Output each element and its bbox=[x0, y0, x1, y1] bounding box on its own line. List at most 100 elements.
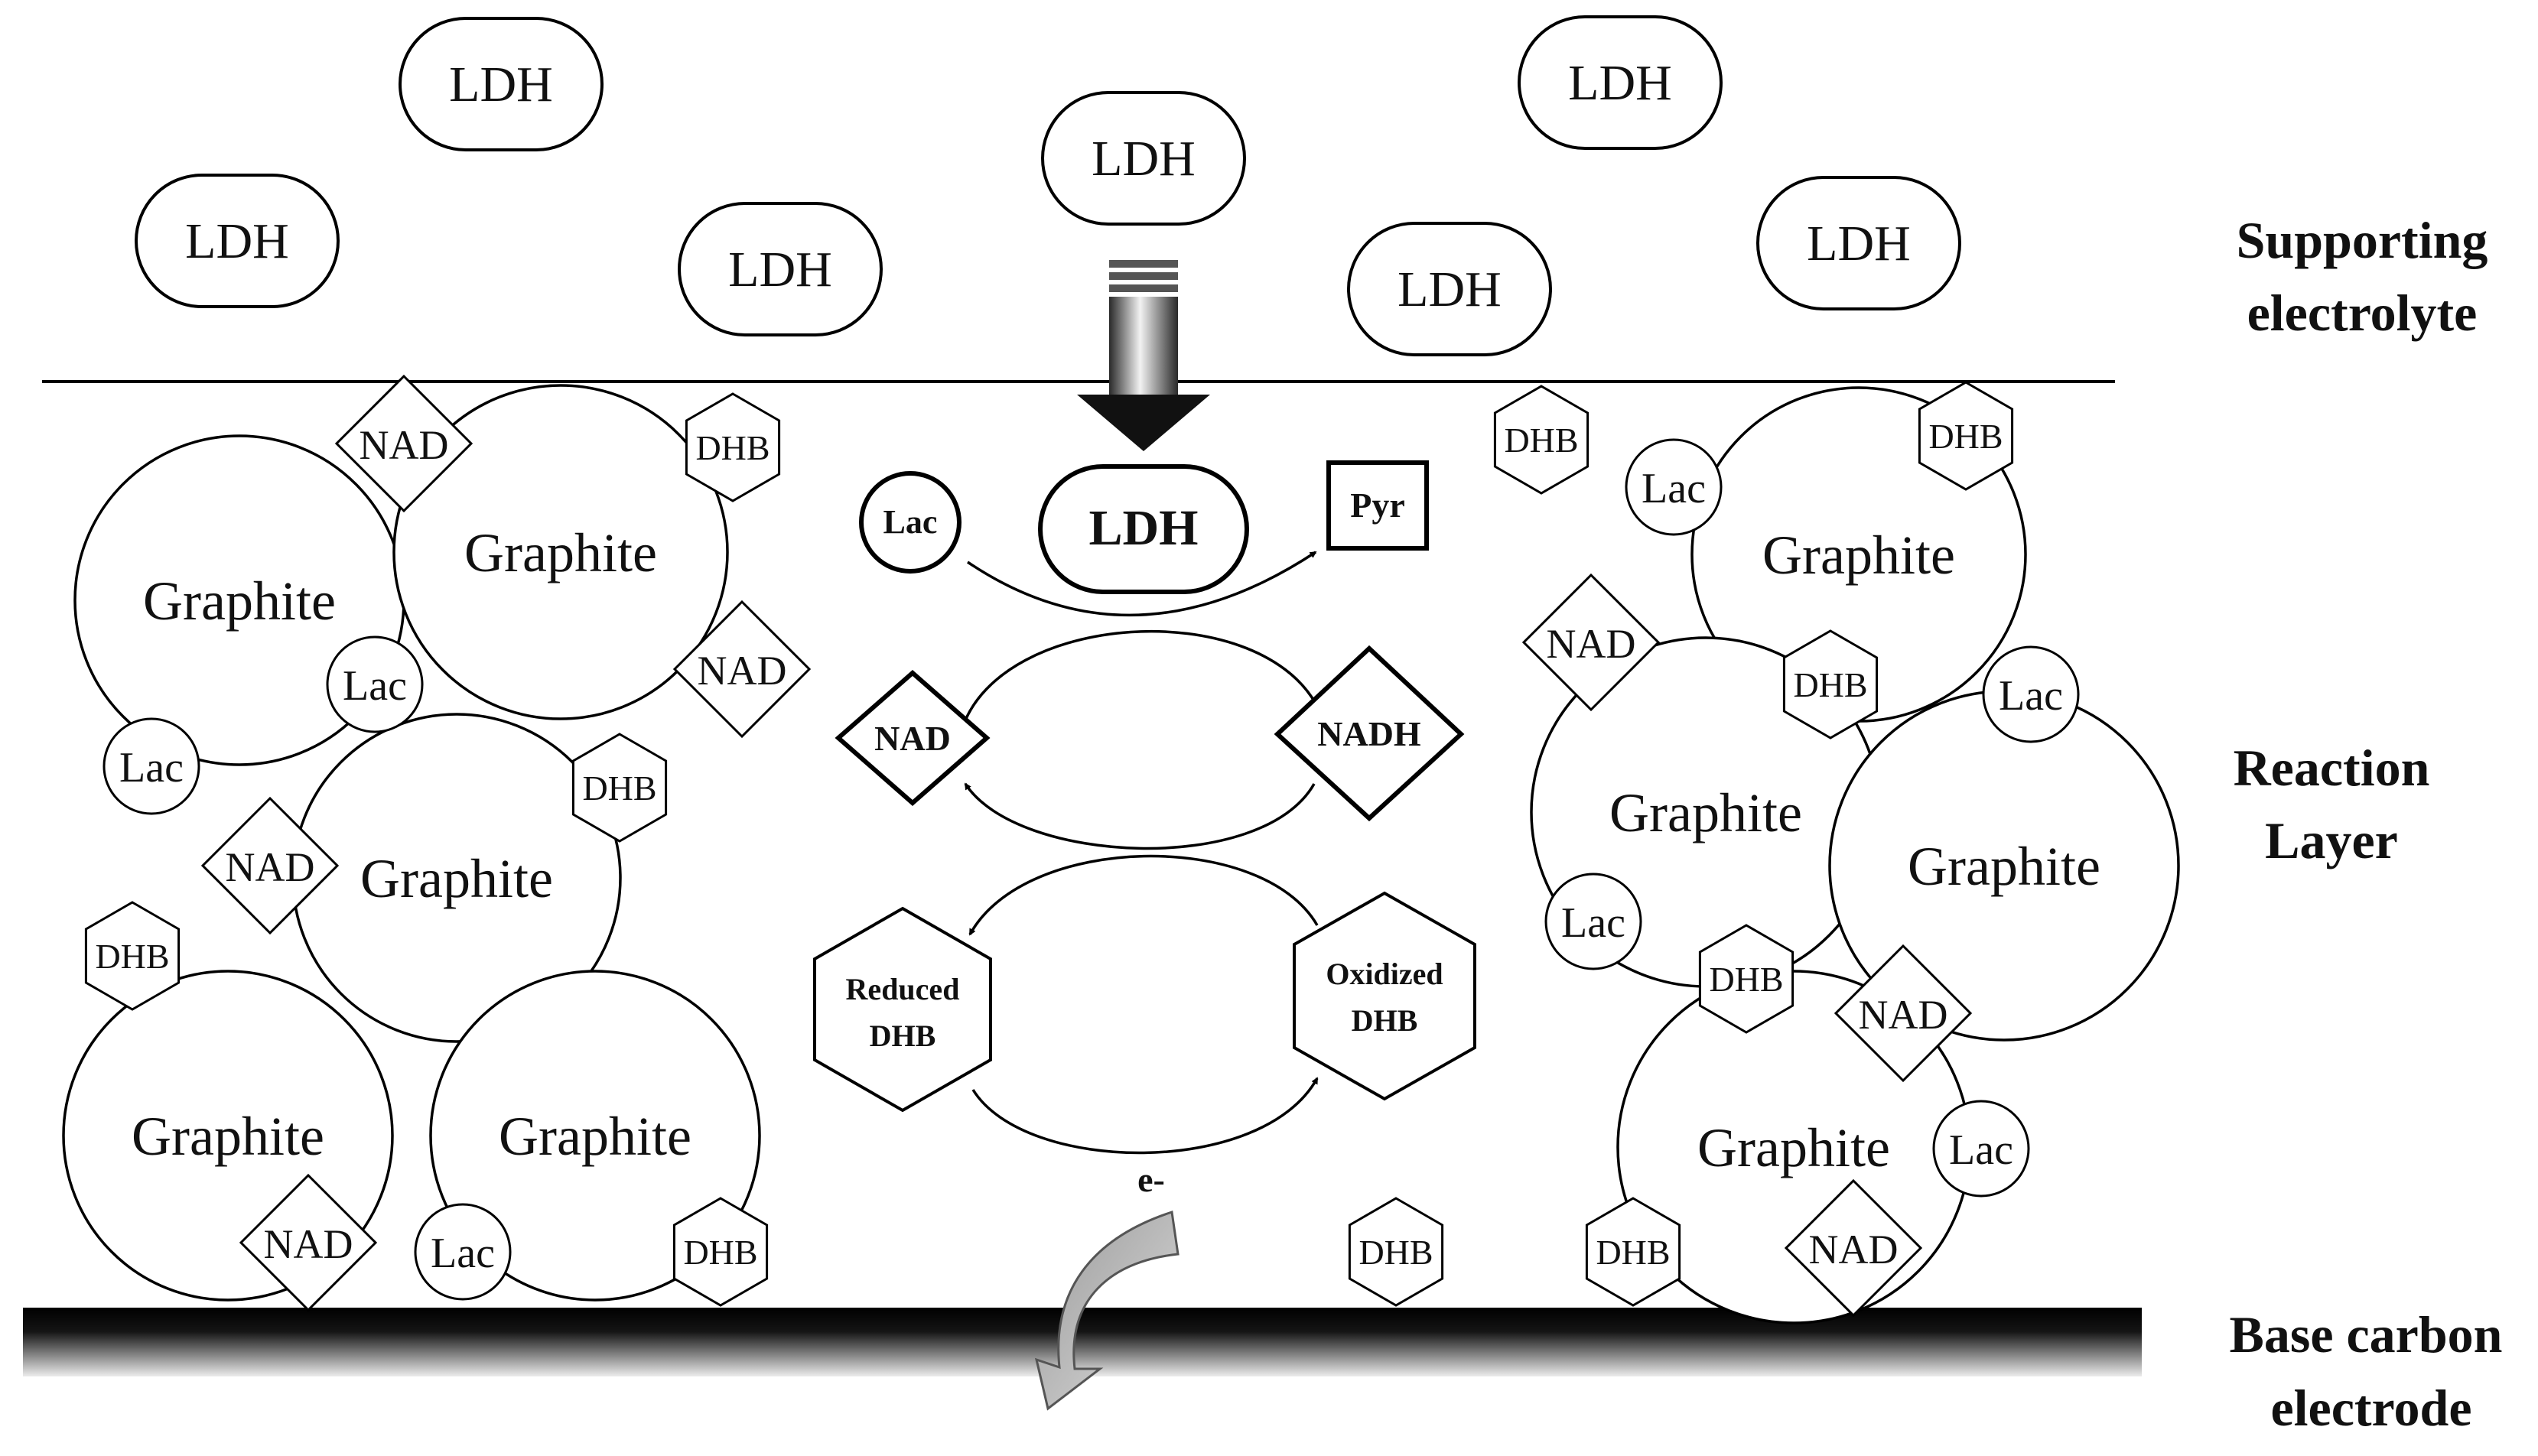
cycle-oxidized-dhb-line2: DHB bbox=[1352, 1003, 1418, 1038]
nad-particle: NAD bbox=[334, 374, 473, 513]
lac-label: Lac bbox=[119, 744, 184, 791]
electrolyte-ldh: LDH bbox=[1041, 91, 1246, 226]
dhb-label: DHB bbox=[683, 1233, 757, 1272]
ldh-diffusion-arrow bbox=[1077, 260, 1210, 451]
reaction-layer-line1: Reaction bbox=[2234, 739, 2430, 797]
lac-label: Lac bbox=[1561, 899, 1625, 947]
lac-particle: Lac bbox=[1544, 873, 1642, 970]
ldh-label: LDH bbox=[449, 57, 553, 112]
nad-particle: NAD bbox=[239, 1173, 378, 1312]
lac-particle: Lac bbox=[326, 635, 424, 733]
dhb-label: DHB bbox=[1928, 417, 2003, 456]
dhb-label: DHB bbox=[1504, 421, 1578, 460]
graphite-label: Graphite bbox=[1609, 782, 1802, 843]
nad-diamond bbox=[239, 1173, 378, 1312]
graphite-label: Graphite bbox=[1762, 525, 1955, 586]
ldh-pill-shape bbox=[1347, 222, 1552, 356]
cycle-oxidized-dhb-line1: Oxidized bbox=[1326, 957, 1443, 991]
lac-particle: Lac bbox=[102, 717, 200, 815]
lac-particle: Lac bbox=[1932, 1100, 2030, 1198]
nad-diamond bbox=[334, 374, 473, 513]
ldh-pill-shape bbox=[135, 174, 340, 308]
lac-to-pyr-arrow bbox=[967, 551, 1317, 617]
graphite-label: Graphite bbox=[464, 522, 657, 583]
ldh-pill-shape bbox=[399, 17, 604, 151]
catalytic-cycle: Lac LDH Pyr NAD NADH Reduced DHB Oxidize… bbox=[813, 460, 1476, 1411]
dhb-hexagon bbox=[1782, 629, 1879, 739]
ldh-label: LDH bbox=[185, 213, 289, 269]
nad-particle: NAD bbox=[1521, 573, 1661, 712]
nad-label: NAD bbox=[226, 844, 315, 890]
oxidized-to-reduced-dhb-arrow bbox=[968, 854, 1319, 936]
cycle-pyr-box bbox=[1326, 460, 1429, 551]
dhb-hexagon bbox=[571, 733, 668, 843]
dhb-particle: DHB bbox=[571, 733, 668, 843]
nad-label: NAD bbox=[264, 1221, 353, 1267]
dhb-particle: DHB bbox=[672, 1197, 769, 1307]
nad-label: NAD bbox=[698, 648, 787, 694]
ldh-pill-shape bbox=[1756, 176, 1961, 310]
lac-label: Lac bbox=[1642, 465, 1706, 512]
lac-particle: Lac bbox=[414, 1203, 512, 1301]
electrolyte-ldh: LDH bbox=[1518, 15, 1723, 150]
cycle-reduced-dhb-hexagon bbox=[813, 906, 992, 1113]
graphite-label: Graphite bbox=[499, 1106, 691, 1167]
dhb-label: DHB bbox=[1709, 960, 1783, 999]
nad-diamond bbox=[672, 600, 812, 739]
lac-circle bbox=[414, 1203, 512, 1301]
dhb-particle: DHB bbox=[685, 392, 781, 502]
base-carbon-electrode-line2: electrode bbox=[2270, 1379, 2471, 1437]
dhb-hexagon bbox=[685, 392, 781, 502]
dhb-label: DHB bbox=[1793, 665, 1867, 704]
nad-particle: NAD bbox=[200, 796, 340, 935]
graphite-label: Graphite bbox=[143, 570, 336, 632]
dhb-hexagon bbox=[1493, 385, 1590, 495]
lac-circle bbox=[1932, 1100, 2030, 1198]
nad-label: NAD bbox=[360, 422, 449, 468]
lac-label: Lac bbox=[1949, 1126, 2013, 1174]
dhb-particle: DHB bbox=[84, 901, 181, 1011]
ldh-label: LDH bbox=[1568, 55, 1672, 111]
cycle-nad-diamond bbox=[835, 670, 991, 806]
ldh-label: LDH bbox=[728, 242, 832, 297]
graphite-particle: Graphite bbox=[1828, 690, 2180, 1042]
dhb-label: DHB bbox=[582, 769, 656, 808]
cycle-oxidized-dhb-hexagon bbox=[1293, 891, 1476, 1101]
cycle-ldh-pill bbox=[1038, 464, 1249, 594]
graphite-label: Graphite bbox=[1908, 836, 2100, 897]
dhb-hexagon bbox=[1918, 381, 2014, 491]
nad-label: NAD bbox=[1547, 621, 1636, 667]
lac-particle: Lac bbox=[1625, 438, 1723, 536]
dhb-particle: DHB bbox=[1585, 1197, 1681, 1307]
dhb-hexagon bbox=[1348, 1197, 1444, 1307]
ldh-pill-shape bbox=[1518, 15, 1723, 150]
graphite-particle: Graphite bbox=[73, 434, 405, 766]
lac-circle bbox=[1625, 438, 1723, 536]
ldh-pill-shape bbox=[678, 202, 883, 336]
dhb-hexagon bbox=[84, 901, 181, 1011]
nad-diamond bbox=[1784, 1178, 1923, 1318]
graphite-label: Graphite bbox=[132, 1106, 324, 1167]
graphite-particle: Graphite bbox=[392, 384, 729, 720]
ldh-label: LDH bbox=[1807, 216, 1911, 271]
dhb-label: DHB bbox=[695, 428, 770, 467]
ldh-label: LDH bbox=[1092, 131, 1196, 187]
cycle-nadh-diamond bbox=[1274, 645, 1465, 822]
ldh-pill-shape bbox=[1041, 91, 1246, 226]
nad-particle: NAD bbox=[1784, 1178, 1923, 1318]
nad-diamond bbox=[1521, 573, 1661, 712]
dhb-label: DHB bbox=[95, 937, 169, 976]
cycle-reduced-dhb-line1: Reduced bbox=[846, 972, 960, 1006]
electrolyte-ldh: LDH bbox=[1756, 176, 1961, 310]
nad-diamond bbox=[1834, 944, 1973, 1083]
electron-label: e- bbox=[1137, 1160, 1165, 1199]
nad-particle: NAD bbox=[672, 600, 812, 739]
cycle-pyr-label: Pyr bbox=[1350, 486, 1405, 525]
nad-label: NAD bbox=[1809, 1227, 1899, 1272]
lac-label: Lac bbox=[343, 662, 407, 710]
lac-particle: Lac bbox=[1982, 645, 2080, 743]
